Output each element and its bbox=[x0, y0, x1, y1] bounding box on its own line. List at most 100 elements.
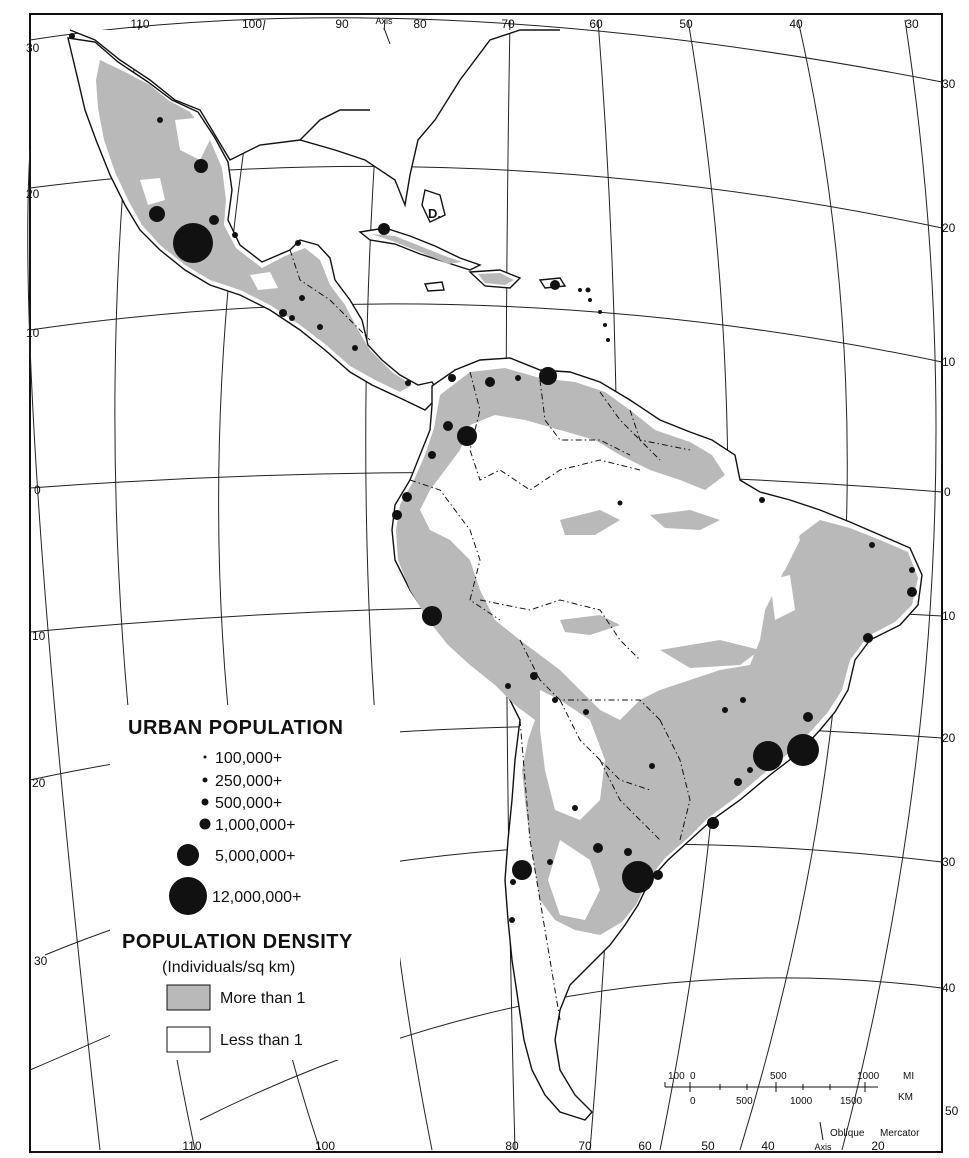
city-guatemala bbox=[279, 309, 287, 317]
legend-swatch-sparse bbox=[166, 1026, 211, 1053]
legend-symbol-5m bbox=[177, 844, 199, 866]
legend-symbol-1m bbox=[199, 818, 211, 830]
projection-mercator: Mercator bbox=[880, 1128, 920, 1139]
city-montevideo bbox=[653, 870, 663, 880]
city-tijuana bbox=[69, 33, 75, 39]
scale-miles-unit: MI bbox=[903, 1071, 914, 1082]
city-monterrey bbox=[194, 159, 208, 173]
top-lon-label: 110 bbox=[130, 17, 149, 31]
city-buenos-aires bbox=[622, 861, 654, 893]
right-lat-label: 50 bbox=[945, 1104, 959, 1118]
legend: URBAN POPULATION 100,000+ 250,000+ 500,0… bbox=[110, 705, 400, 1060]
bottom-lon-label: 40 bbox=[761, 1139, 775, 1153]
caribbean-islands bbox=[358, 189, 610, 342]
axis-label-bottom: Axis bbox=[814, 1142, 832, 1152]
city-cali bbox=[428, 451, 436, 459]
urban-population-title: URBAN POPULATION bbox=[128, 717, 343, 739]
city-san-salvador bbox=[289, 315, 295, 321]
city-campinas bbox=[747, 767, 753, 773]
city-arequipa bbox=[505, 683, 511, 689]
city-santa-cruz bbox=[583, 709, 589, 715]
city-maracaibo bbox=[485, 377, 495, 387]
population-density-subtitle: (Individuals/sq km) bbox=[162, 959, 295, 976]
scale-tick-label: 1500 bbox=[840, 1096, 863, 1107]
island-label: D. bbox=[428, 206, 441, 221]
city-managua bbox=[317, 324, 323, 330]
longitude-labels-bottom: 110 100 80 70 60 50 40 Axis 20 bbox=[182, 1121, 885, 1153]
bottom-lon-label: 60 bbox=[638, 1139, 652, 1153]
city-asuncion bbox=[649, 763, 655, 769]
scale-tick-label: 0 bbox=[690, 1071, 696, 1082]
city-cordoba bbox=[593, 843, 603, 853]
scale-tick-label: 100 bbox=[668, 1071, 685, 1082]
legend-urban-label: 5,000,000+ bbox=[215, 848, 296, 865]
city-salvador bbox=[863, 633, 873, 643]
scale-tick-label: 1000 bbox=[857, 1071, 880, 1082]
city-sao-paulo bbox=[753, 741, 783, 771]
legend-symbol-250k bbox=[202, 777, 208, 783]
city-havana bbox=[378, 223, 390, 235]
city-chihuahua bbox=[157, 117, 163, 123]
mexico-central-america bbox=[67, 37, 441, 411]
legend-swatch-dense bbox=[166, 984, 211, 1011]
city-tucuman bbox=[572, 805, 578, 811]
scale-tick-label: 1000 bbox=[790, 1096, 813, 1107]
right-lat-label: 20 bbox=[942, 731, 956, 745]
city-valparaiso bbox=[510, 879, 516, 885]
scale-tick-label: 500 bbox=[736, 1096, 753, 1107]
city-santiago bbox=[512, 860, 532, 880]
city-la-paz bbox=[530, 672, 538, 680]
city-rio-de-janeiro bbox=[787, 734, 819, 766]
legend-urban-label: 1,000,000+ bbox=[215, 817, 296, 834]
city-caracas bbox=[539, 367, 557, 385]
scale-bar: 100 0 500 1000 MI 0 500 1000 1500 KM Obl… bbox=[664, 1071, 920, 1139]
city-medellin bbox=[443, 421, 453, 431]
city-recife bbox=[907, 587, 917, 597]
city-santo-domingo bbox=[550, 280, 560, 290]
latitude-labels-left: 30 20 10 0 10 20 30 bbox=[26, 41, 48, 968]
city-concepcion bbox=[509, 917, 515, 923]
city-quito bbox=[402, 492, 412, 502]
left-lat-label: 30 bbox=[34, 954, 48, 968]
left-lat-label: 20 bbox=[32, 776, 46, 790]
city-san-juan bbox=[585, 287, 591, 293]
city-fortaleza bbox=[869, 542, 875, 548]
bottom-lon-label: 50 bbox=[701, 1139, 715, 1153]
left-lat-label: 30 bbox=[26, 41, 40, 55]
north-america-coast bbox=[69, 29, 560, 208]
projection-oblique: Oblique bbox=[830, 1128, 865, 1139]
map-frame bbox=[29, 13, 943, 1153]
axis-label-top: Axis bbox=[375, 16, 393, 26]
cities bbox=[69, 33, 917, 923]
city-guayaquil bbox=[392, 510, 402, 520]
city-panama bbox=[405, 380, 411, 386]
right-lat-label: 30 bbox=[942, 77, 956, 91]
right-lat-label: 20 bbox=[942, 221, 956, 235]
right-lat-label: 10 bbox=[942, 609, 956, 623]
top-lon-label: 70 bbox=[501, 17, 515, 31]
bottom-lon-label: 80 bbox=[505, 1139, 519, 1153]
bottom-lon-label: 100 bbox=[315, 1139, 335, 1153]
city-guadalajara bbox=[149, 206, 165, 222]
city-mexico-city bbox=[173, 223, 213, 263]
population-density-title: POPULATION DENSITY bbox=[122, 931, 353, 953]
city-porto-alegre bbox=[707, 817, 719, 829]
top-lon-label: 30 bbox=[905, 17, 919, 31]
bottom-lon-label: 110 bbox=[182, 1139, 201, 1153]
legend-urban-label: 250,000+ bbox=[215, 773, 282, 790]
city-san-jose bbox=[352, 345, 358, 351]
city-cochabamba bbox=[552, 697, 558, 703]
city-rosario bbox=[624, 848, 632, 856]
city-belo-horizonte bbox=[803, 712, 813, 722]
south-america bbox=[391, 357, 923, 1121]
city-lima bbox=[422, 606, 442, 626]
city-tegucigalpa bbox=[299, 295, 305, 301]
axis-arrow-bottom bbox=[819, 1121, 824, 1141]
top-lon-label: 80 bbox=[413, 17, 427, 31]
legend-urban-label: 100,000+ bbox=[215, 750, 282, 767]
legend-urban-label: 500,000+ bbox=[215, 795, 282, 812]
city-veracruz bbox=[232, 232, 238, 238]
top-lon-label: 60 bbox=[589, 17, 603, 31]
top-lon-label: 100 bbox=[242, 17, 262, 31]
legend-density-label: Less than 1 bbox=[220, 1032, 303, 1049]
